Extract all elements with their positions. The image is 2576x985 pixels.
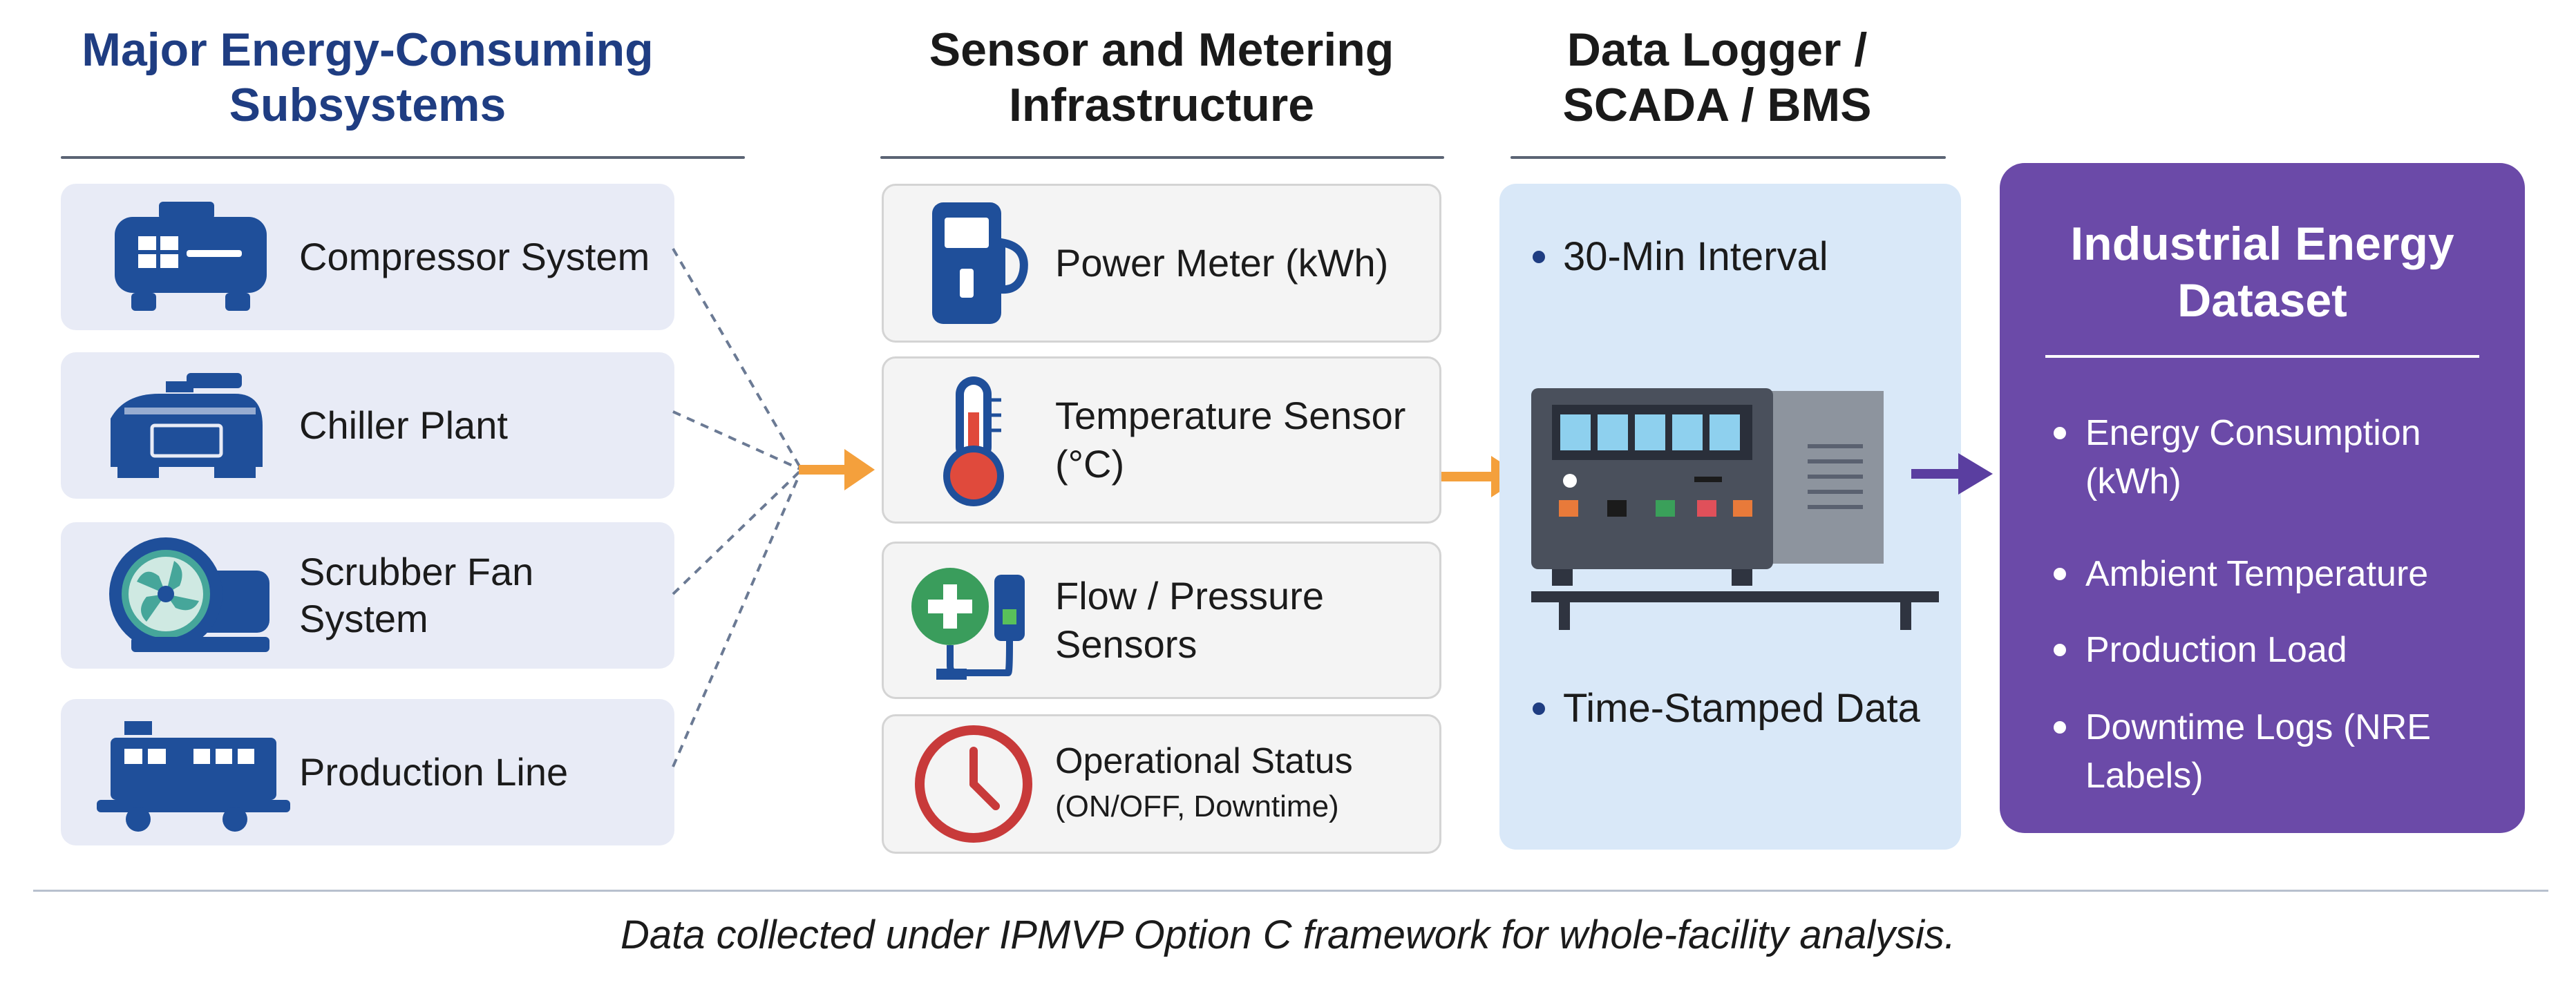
subsystem-label-production-line: Production Line (299, 750, 569, 794)
connector-compressor (672, 247, 803, 471)
figure-caption: Data collected under IPMVP Option C fram… (621, 912, 1955, 957)
connector-chiller (672, 410, 802, 471)
dataset-item: Downtime Logs (NRE Labels) (2054, 703, 2497, 800)
sensor-label-operational-status: Operational Status (ON/OFF, Downtime) (1055, 738, 1428, 830)
clock-icon (915, 725, 1032, 843)
flow-pressure-icon (911, 568, 1025, 680)
thermometer-icon (943, 376, 1004, 506)
dataset-item: Production Load (2054, 626, 2497, 674)
subsystem-label-scrubber-fan: Scrubber Fan System (299, 550, 534, 640)
sensor-card-temperature: Temperature Sensor (°C) (882, 356, 1441, 524)
connector-production-line (672, 469, 803, 767)
power-meter-icon (932, 202, 1028, 324)
fan-icon (109, 537, 269, 652)
dataset-item: Energy Consumption (kWh) (2054, 409, 2497, 506)
subsystems-column-title: Major Energy-Consuming Subsystems (82, 23, 654, 131)
subsystem-card-chiller: Chiller Plant (61, 352, 674, 499)
sensor-card-power-meter: Power Meter (kWh) (882, 184, 1441, 343)
sensors-title-divider (880, 156, 1444, 159)
bullet-dot-icon (2054, 721, 2066, 734)
logger-title-divider (1510, 156, 1946, 159)
data-logger-panel: 30-Min Interval Time-Stamped Data (1499, 184, 1961, 850)
subsystem-card-scrubber-fan: Scrubber Fan System (61, 522, 674, 669)
subsystems-title-divider (61, 156, 745, 159)
subsystem-label-compressor: Compressor System (299, 235, 650, 278)
bullet-dot-icon (2054, 568, 2066, 580)
bullet-dot-icon (2054, 644, 2066, 656)
sensor-card-operational-status: Operational Status (ON/OFF, Downtime) (882, 714, 1441, 854)
sensor-label-operational-status-line2: (ON/OFF, Downtime) (1055, 790, 1339, 823)
logger-timestamp-text: Time-Stamped Data (1533, 685, 1920, 731)
footer-divider (33, 890, 2548, 892)
industrial-dataset-panel: Industrial Energy Dataset Energy Consump… (2000, 163, 2525, 833)
dataset-item: Ambient Temperature (2054, 550, 2497, 598)
subsystem-card-compressor: Compressor System (61, 184, 674, 330)
logger-interval-text: 30-Min Interval (1533, 233, 1828, 280)
sensor-label-flow-pressure: Flow / Pressure Sensors (1055, 574, 1324, 666)
sensor-label-temperature: Temperature Sensor (°C) (1055, 394, 1406, 486)
data-logger-device-icon (1531, 388, 1939, 630)
connector-scrubber-fan (672, 468, 803, 595)
subsystem-card-production-line: Production Line (61, 699, 674, 845)
arrow-to-dataset (1911, 453, 1993, 495)
chiller-icon (111, 373, 263, 478)
sensor-label-operational-status-line1: Operational Status (1055, 741, 1353, 781)
dataset-title: Industrial Energy Dataset (2070, 218, 2454, 327)
subsystem-connectors (672, 247, 875, 767)
sensor-card-flow-pressure: Flow / Pressure Sensors (882, 542, 1441, 699)
dataset-title-divider (2045, 355, 2479, 358)
bullet-dot-icon (2054, 427, 2066, 439)
subsystem-label-chiller: Chiller Plant (299, 403, 508, 447)
production-line-icon (97, 721, 290, 832)
sensors-column-title: Sensor and Metering Infrastructure (929, 23, 1394, 131)
arrow-to-sensors (799, 449, 875, 490)
sensor-label-power-meter: Power Meter (kWh) (1055, 241, 1389, 285)
logger-column-title: Data Logger / SCADA / BMS (1562, 23, 1872, 131)
compressor-icon (115, 202, 267, 311)
